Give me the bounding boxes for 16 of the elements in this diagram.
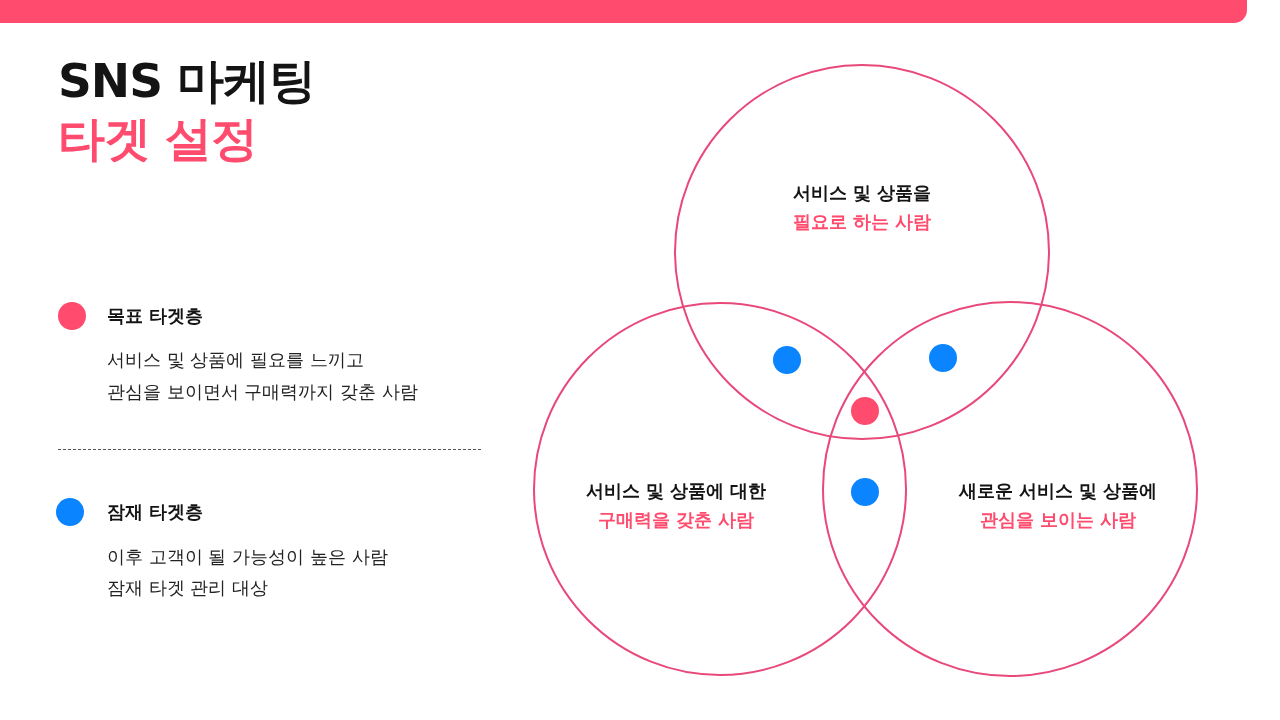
legend-description: 서비스 및 상품에 필요를 느끼고 관심을 보이면서 구매력까지 갖춘 사람 [107, 348, 418, 404]
legend-label: 잠재 타겟층 [107, 500, 204, 524]
circle-title: 서비스 및 상품에 대한 [585, 479, 767, 503]
legend-description: 이후 고객이 될 가능성이 높은 사람 잠재 타겟 관리 대상 [107, 545, 388, 600]
circle-title: 새로운 서비스 및 상품에 [958, 479, 1158, 503]
circle-subtitle: 필요로 하는 사람 [792, 210, 932, 234]
page-title: SNS 마케팅 [58, 54, 316, 109]
circle-subtitle: 구매력을 갖춘 사람 [597, 508, 755, 532]
venn-circle [533, 302, 907, 676]
circle-subtitle: 관심을 보이는 사람 [979, 508, 1137, 532]
legend-label: 목표 타겟층 [107, 304, 204, 328]
circle-title: 서비스 및 상품을 [792, 181, 932, 205]
venn-circle [822, 301, 1198, 677]
venn-circle [674, 64, 1050, 440]
top-bar [0, 0, 1247, 23]
page-subtitle: 타겟 설정 [58, 112, 258, 167]
